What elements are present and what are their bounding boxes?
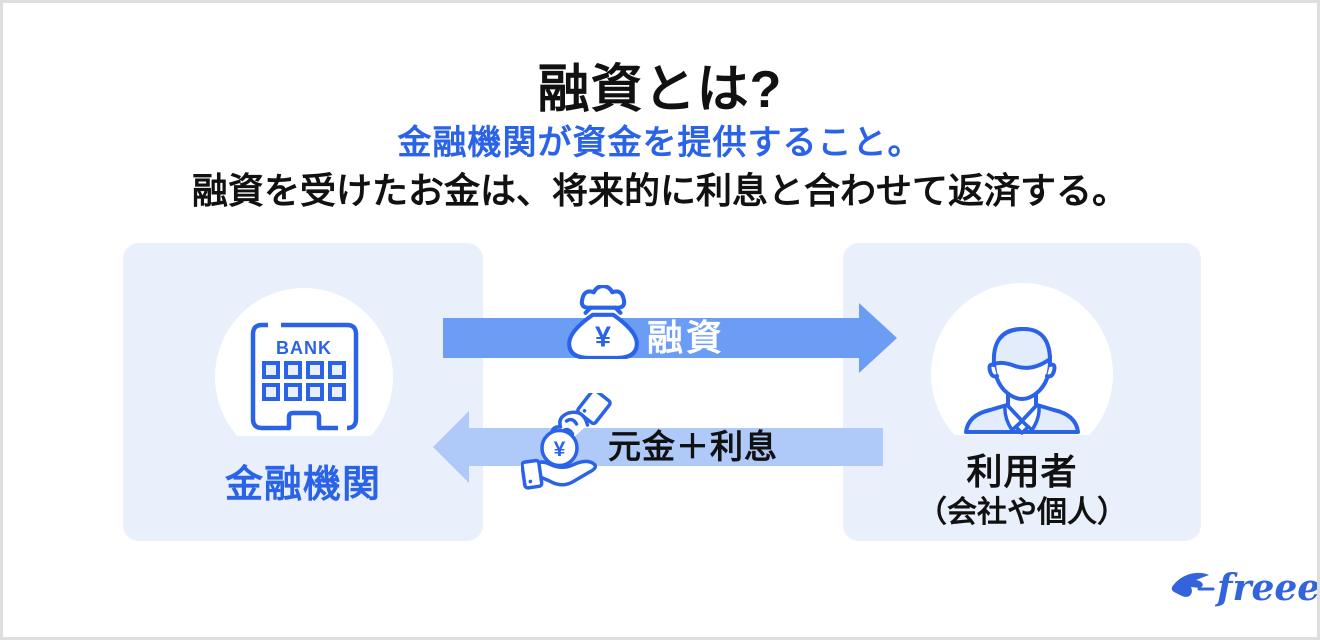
- page-subtitle: 金融機関が資金を提供すること。: [397, 124, 923, 162]
- loan-arrow-label: 融資: [646, 317, 726, 358]
- repayment-arrow-label: 元金＋利息: [608, 428, 778, 465]
- repayment-arrow-head: [433, 411, 469, 483]
- logo-text: freee: [1217, 567, 1320, 609]
- loan-arrow-body: [443, 318, 859, 358]
- borrower-label: 利用者: [966, 451, 1078, 492]
- bank-building-icon: BANK: [241, 309, 369, 442]
- coin-currency: ¥: [554, 438, 566, 461]
- money-bag-icon: ¥: [563, 284, 643, 364]
- business-person-icon: [960, 315, 1084, 440]
- page-title: 融資とは?: [537, 61, 783, 119]
- bank-sign-text: BANK: [276, 338, 332, 358]
- freee-logo: freee: [1169, 563, 1317, 613]
- loan-arrow-head: [859, 303, 897, 373]
- swallow-bird-icon: [1169, 566, 1215, 611]
- money-bag-currency: ¥: [595, 322, 611, 354]
- page-description: 融資を受けたお金は、将来的に利息と合わせて返済する。: [191, 170, 1128, 211]
- borrower-sublabel: （会社や個人）: [917, 496, 1127, 529]
- lender-label: 金融機関: [224, 464, 381, 506]
- hand-receiving-coin-icon: ¥: [520, 388, 617, 496]
